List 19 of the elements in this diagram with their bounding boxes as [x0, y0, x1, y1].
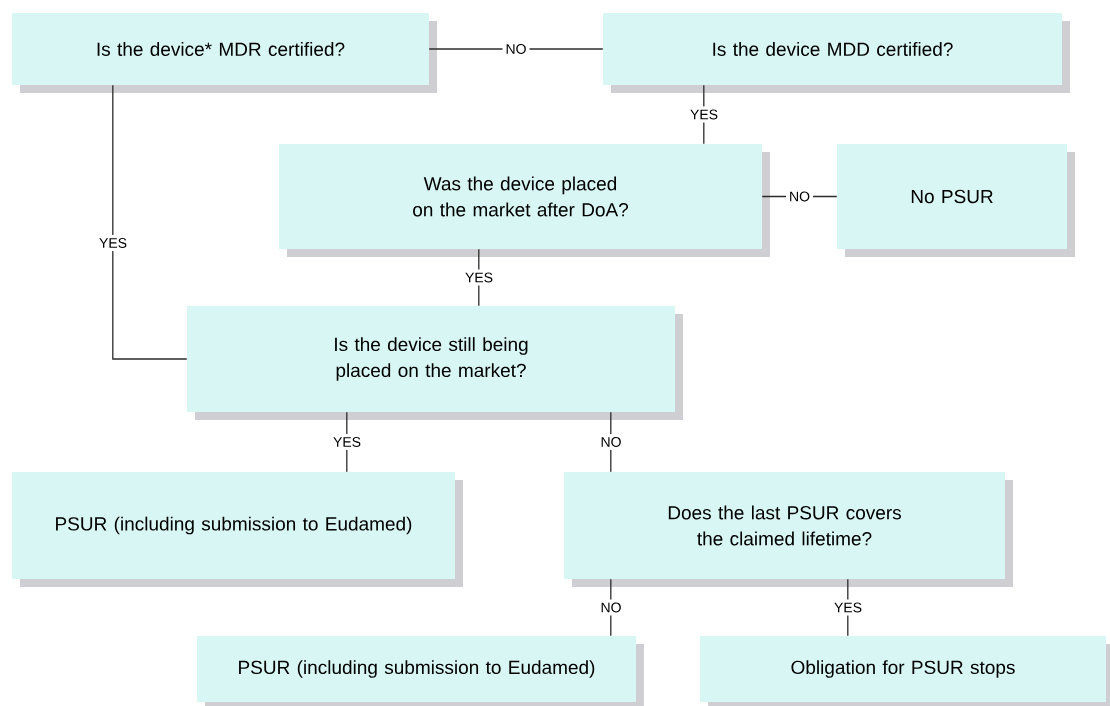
edge-label: YES: [831, 599, 865, 616]
edge-label: NO: [597, 434, 625, 450]
process-box: PSUR (including submission to Eudamed): [197, 636, 644, 706]
process-box: Is the device MDD certified?: [603, 13, 1070, 93]
edge-label: YES: [687, 106, 721, 123]
edge-label: NO: [786, 188, 813, 205]
edge-label: YES: [96, 235, 130, 251]
connector-line: [112, 84, 188, 360]
process-box: Does the last PSUR covers the claimed lifetime?: [564, 472, 1013, 587]
process-box: Is the device* MDR certified?: [12, 13, 437, 93]
process-box: Obligation for PSUR stops: [700, 636, 1110, 706]
edge-label: YES: [462, 269, 496, 286]
process-box: Was the device placed on the market after DoA?: [279, 144, 770, 257]
process-box: No PSUR: [837, 144, 1075, 257]
process-box: Is the device still being placed on the market?: [187, 306, 683, 420]
edge-label: NO: [597, 599, 625, 616]
process-box: PSUR (including submission to Eudamed): [12, 472, 463, 587]
edge-label: YES: [330, 434, 364, 450]
edge-label: NO: [502, 41, 530, 57]
